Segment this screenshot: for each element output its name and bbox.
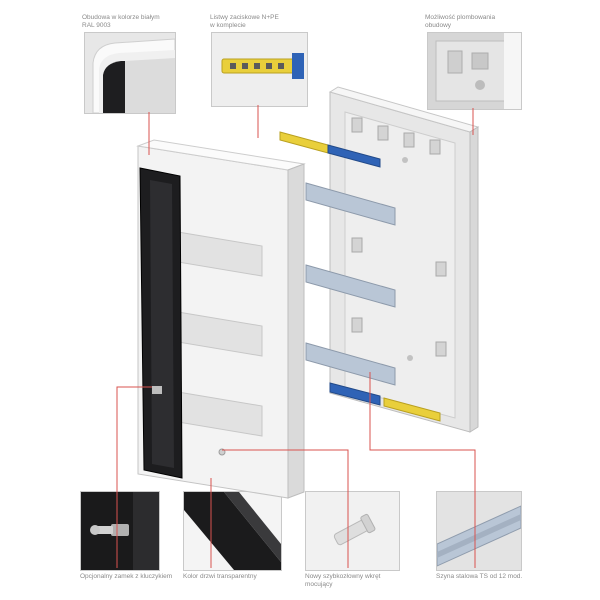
thumb-housing <box>84 32 176 114</box>
back-plate <box>328 86 480 433</box>
caption-terminals-line1: Listwy zaciskowe N+PE <box>210 14 279 21</box>
fixing-pin-illustration <box>306 492 399 570</box>
caption-pin-line1: Nowy szybkozłowny wkręt <box>305 573 381 580</box>
door-tint-illustration <box>184 492 281 570</box>
caption-rail: Szyna stalowa TS od 12 mod. <box>436 573 522 581</box>
thumb-door <box>183 491 282 571</box>
thumb-rail <box>436 491 522 571</box>
caption-housing: Obudowa w kolorze białym RAL 9003 <box>82 14 160 30</box>
lock-key-illustration <box>81 492 159 570</box>
caption-housing-line1: Obudowa w kolorze białym <box>82 14 160 21</box>
caption-terminals-line2: w komplecie <box>210 22 246 29</box>
caption-terminals: Listwy zaciskowe N+PE w komplecie <box>210 14 279 30</box>
din-rails <box>305 182 396 386</box>
door-lock <box>152 386 162 394</box>
caption-door-line1: Kolor drzwi transparentny <box>183 573 257 580</box>
caption-pin-line2: mocujący <box>305 581 333 588</box>
caption-lock: Opcjonalny zamek z kluczykiem <box>80 573 172 581</box>
caption-pin: Nowy szybkozłowny wkręt mocujący <box>305 573 381 589</box>
terminal-strips <box>279 131 441 422</box>
thumb-terminals <box>211 32 308 107</box>
sealing-detail-illustration <box>428 33 521 109</box>
din-rail-illustration <box>437 492 521 570</box>
front-housing <box>136 139 306 499</box>
caption-sealing-line2: obudowy <box>425 22 452 29</box>
caption-lock-line1: Opcjonalny zamek z kluczykiem <box>80 573 173 580</box>
thumb-pin <box>305 491 400 571</box>
caption-housing-line2: RAL 9003 <box>82 22 111 29</box>
caption-sealing: Możliwość plombowania obudowy <box>425 14 495 30</box>
housing-corner-illustration <box>85 33 175 113</box>
leader-lines <box>116 105 476 568</box>
thumb-sealing <box>427 32 522 110</box>
caption-door: Kolor drzwi transparentny <box>183 573 257 581</box>
caption-sealing-line1: Możliwość plombowania <box>425 14 496 21</box>
terminal-strip-illustration <box>212 33 307 106</box>
thumb-lock <box>80 491 160 571</box>
caption-rail-line1: Szyna stalowa TS od 12 mod. <box>436 573 523 580</box>
